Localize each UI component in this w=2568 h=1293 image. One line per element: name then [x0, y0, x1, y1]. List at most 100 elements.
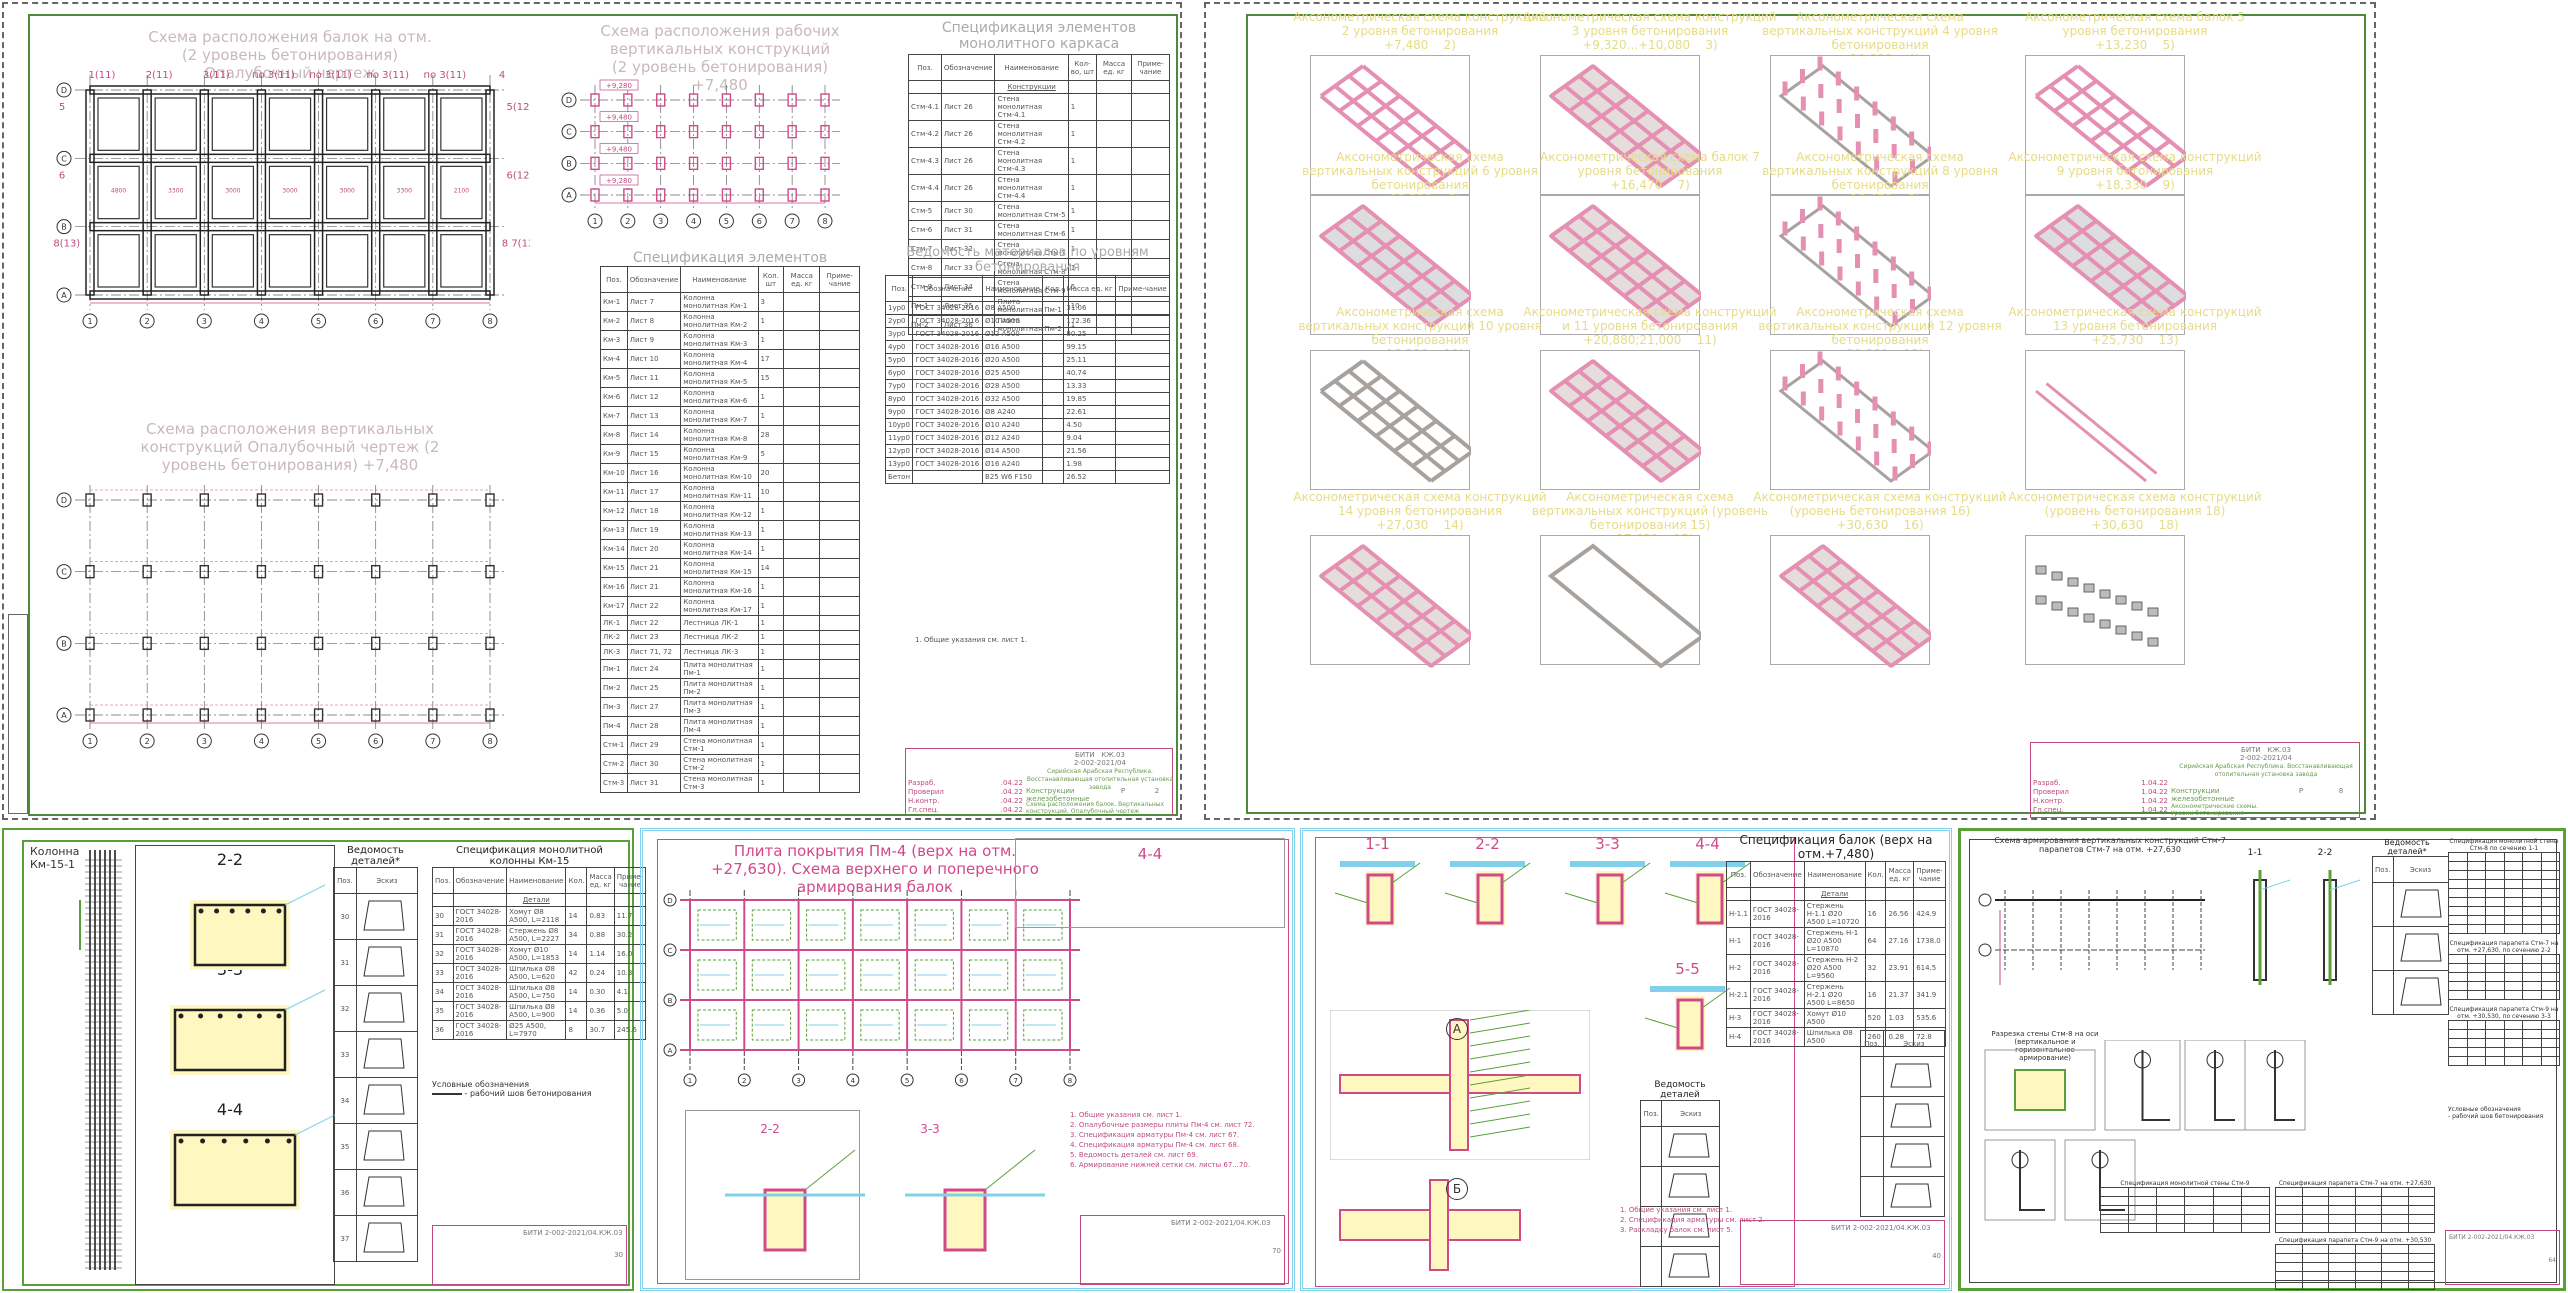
axonometric-view-title: Аксонометрическая схема балок 5 уровня б… [2005, 10, 2265, 52]
axis-bubble [663, 893, 677, 907]
section-mark: по 3(11) [252, 70, 295, 81]
column [787, 188, 797, 202]
beam [1853, 604, 1898, 638]
table-cell: Стм-4.4 [908, 174, 942, 202]
column [371, 564, 381, 579]
detail-position: 31 [333, 939, 357, 986]
column [656, 188, 666, 202]
rebar-dot [237, 1013, 243, 1019]
beam [2034, 64, 2080, 98]
table-cell: 520 [1864, 1008, 1887, 1028]
axis-col-label: 1 [688, 1077, 692, 1085]
axis-bubble [561, 124, 577, 140]
axis-col-label: 8 [487, 737, 492, 746]
axonometric-view-title: Аксонометрическая схема конструкций 14 у… [1290, 490, 1550, 532]
table-cell: 64 [1864, 927, 1887, 955]
detail-position [1860, 1096, 1884, 1137]
axis-row-label: C [61, 568, 67, 577]
column [313, 636, 324, 651]
table-cell: 16 [1864, 981, 1887, 1009]
rebar-zone [968, 1009, 1009, 1041]
stamp-sheet: 70 [1272, 1247, 1281, 1255]
table-cell: Стена монолитная Стм-2 [680, 753, 759, 774]
axonometric-view-title: Аксонометрическая схема конструкций 13 у… [2005, 305, 2265, 347]
stamp-sheet: 8 [2338, 787, 2344, 795]
column-header: Наименование [506, 867, 567, 894]
group-header: Конструкции [994, 80, 1069, 94]
rebar-zone [860, 1009, 900, 1041]
rebar-dot [276, 908, 282, 914]
axis-col-label: 3 [202, 317, 207, 326]
axonometric-model [1319, 359, 1471, 483]
column [1782, 81, 1788, 96]
table-cell: Н-2 [1726, 954, 1751, 982]
table-cell: 1 [757, 658, 785, 679]
group-header: Детали [1803, 887, 1866, 901]
plan1-title: Схема расположения балок на отм. (2 уров… [148, 28, 432, 82]
table-cell: 14 [565, 944, 588, 964]
table-cell [1042, 340, 1065, 354]
beam [1641, 139, 1686, 173]
table-cell: 14 [565, 1001, 588, 1021]
column-sections [170, 884, 335, 1210]
column-header: Кол. [1864, 861, 1887, 888]
beam [1338, 559, 1383, 593]
stamp-role: Гл.спец. [2033, 806, 2064, 814]
table-cell: Км-2 [600, 311, 628, 331]
column [199, 708, 209, 722]
beam [1319, 544, 1365, 578]
beam [1429, 154, 1471, 188]
column [1854, 226, 1860, 241]
beam [2076, 204, 2186, 297]
wall [1778, 359, 1931, 483]
column [754, 188, 764, 202]
axis-col-label: 7 [790, 217, 795, 226]
slab-panel [97, 97, 140, 151]
column [1854, 86, 1860, 101]
spec-title: Спецификация монолитной стены Стм-9 [2120, 1180, 2250, 1187]
table-cell: Стена монолитная Стм-4.3 [994, 147, 1069, 175]
table-cell: Лист 15 [626, 444, 682, 464]
column [256, 493, 267, 507]
column [1873, 269, 1879, 283]
beam [1319, 64, 1365, 98]
table-row [1860, 1096, 1946, 1137]
table-cell: 1 [757, 577, 785, 597]
beam-section-4-4: 4-4 [1660, 835, 1755, 937]
table-cell: B25 W6 F150 [982, 470, 1044, 484]
axis-bubble [311, 733, 327, 749]
concrete-outline [170, 1130, 300, 1210]
axis-row-label: D [61, 86, 67, 95]
legend-item: - рабочий шов бетонирования [464, 1089, 592, 1098]
table-cell: Лист 8 [626, 311, 682, 331]
axonometric-view [1310, 195, 1471, 335]
rebar-zone [860, 909, 900, 941]
note-item: 2. Опалубочные размеры плиты Пм-4 см. ли… [1070, 1121, 1255, 1129]
table-cell: 31 [432, 925, 454, 945]
axis-bubble [587, 213, 603, 229]
stamp-sheet: 30 [614, 1251, 623, 1259]
view-level: +30,630 [2091, 518, 2144, 532]
table-cell: 21.56 [1063, 444, 1117, 458]
table-cell: Стм-4.3 [908, 147, 942, 175]
view-title: Аксонометрическая схема конструкций 3 ур… [1523, 10, 1777, 38]
column [754, 124, 764, 139]
axis-bubble [561, 187, 577, 203]
beam [2108, 124, 2153, 158]
axis-bubble [253, 733, 269, 749]
table-cell: 11ур0 [884, 431, 914, 445]
node-b-label: Б [1446, 1178, 1468, 1200]
axis-col-label: 6 [373, 737, 378, 746]
table-cell: ГОСТ 34028-2016 [1749, 1008, 1805, 1028]
wall-details-title: Ведомость деталей* [2384, 838, 2430, 856]
table-cell: Лист 29 [626, 734, 682, 755]
beam [1356, 234, 1401, 268]
table-cell: Стена монолитная Стм-4.2 [994, 120, 1069, 148]
detail-callout [2206, 1051, 2224, 1069]
table-cell: 1 [757, 615, 785, 631]
table-cell: 1.03 [1885, 1008, 1915, 1028]
table-cell: 1 [757, 520, 785, 540]
detail-sketch [1661, 1126, 1720, 1167]
table-cell: Ø25 A500, L=7970 [506, 1020, 567, 1040]
